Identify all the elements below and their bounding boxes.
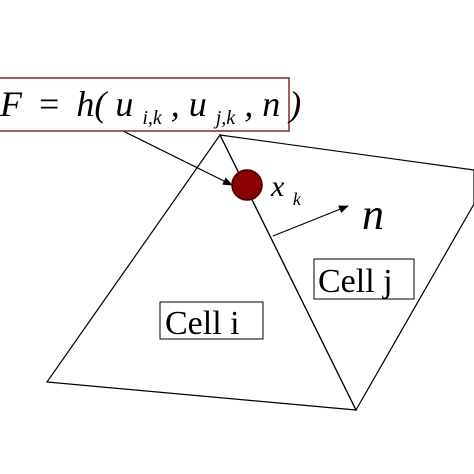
formula-u1: u [115,84,133,124]
cell-j-label-box [313,258,415,300]
formula-u2: u [189,84,207,124]
formula-comma-2: , [244,84,253,124]
cell-i-triangle [45,133,358,411]
cell-j-label: Cell j [318,263,393,300]
cell-j-quad [218,134,474,412]
formula-comma-1: , [171,84,180,124]
flux-point-label-base: x [270,170,285,203]
flux-point-label-subscript: k [293,189,302,209]
formula-box [0,77,290,132]
flux-point-marker [231,169,263,201]
normal-vector-label: n [362,190,384,239]
formula-close-paren: ) [287,84,301,124]
formula-pointer-arrow [122,130,233,186]
flux-point-label: x k [270,170,302,209]
formula-function: h( [76,84,108,124]
formula-u1-subscript: i,k [142,107,163,129]
cell-i-label-box [159,301,264,340]
formula-u2-subscript: j,k [213,107,237,129]
formula-lhs: F [0,84,23,124]
cell-i-label: Cell i [165,305,240,342]
formula-n: n [262,84,280,124]
normal-vector-arrow [272,205,349,237]
formula-equals: = [39,84,59,124]
flux-formula: F = h( u i,k , u j,k , n ) [0,84,301,132]
